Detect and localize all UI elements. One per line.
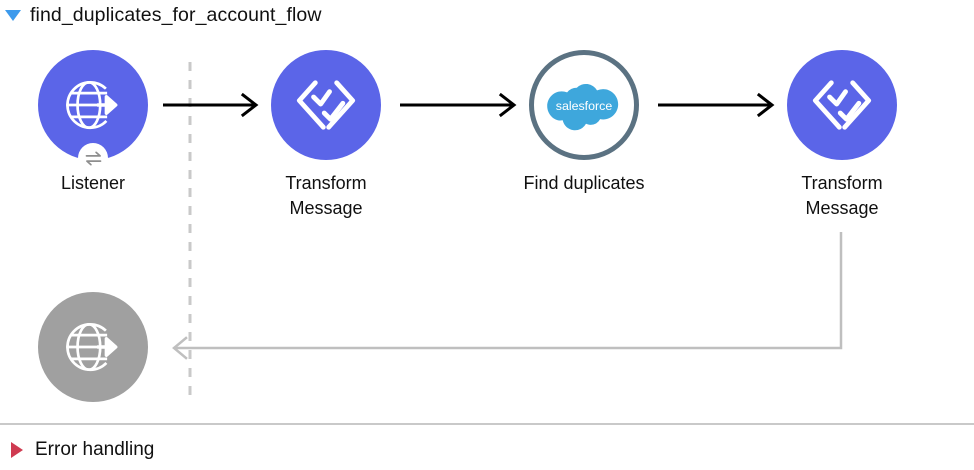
- connector-transform-2-to-response: [172, 232, 843, 360]
- exchange-arrows-icon: [85, 151, 101, 165]
- node-label: Find duplicates: [523, 173, 645, 193]
- connector-find-duplicates-to-transform-2: [658, 92, 775, 118]
- triangle-right-icon[interactable]: [11, 442, 23, 458]
- page-title: find_duplicates_for_account_flow: [30, 3, 322, 26]
- globe-arrow-icon: [66, 322, 118, 372]
- triangle-down-icon[interactable]: [5, 9, 21, 21]
- flow-canvas: Listener Transform Message salesforce Fi…: [0, 30, 974, 423]
- exchange-arrows-badge: [78, 143, 108, 173]
- connector-transform-1-to-find-duplicates: [400, 92, 517, 118]
- salesforce-cloud-icon: salesforce: [547, 83, 619, 131]
- flow-header: find_duplicates_for_account_flow: [0, 0, 322, 30]
- node-bubble[interactable]: [38, 292, 148, 402]
- connector-listener-to-transform-1: [163, 92, 259, 118]
- salesforce-wordmark: salesforce: [556, 99, 613, 113]
- globe-arrow-icon: [66, 80, 118, 130]
- node-bubble[interactable]: [787, 50, 897, 160]
- node-bubble[interactable]: salesforce: [529, 50, 639, 160]
- dataweave-transform-icon: [812, 80, 872, 130]
- flow-node-listener-response[interactable]: [13, 292, 173, 413]
- node-bubble[interactable]: [38, 50, 148, 173]
- flow-node-transform-message-2[interactable]: Transform Message: [762, 50, 922, 221]
- dataweave-transform-icon: [296, 80, 356, 130]
- node-label: Transform Message: [801, 173, 883, 218]
- flow-node-listener[interactable]: Listener: [13, 50, 173, 196]
- flow-node-find-duplicates[interactable]: salesforce Find duplicates: [504, 50, 664, 196]
- node-bubble[interactable]: [271, 50, 381, 160]
- section-divider: [0, 423, 974, 425]
- flow-node-transform-message-1[interactable]: Transform Message: [246, 50, 406, 221]
- error-handling-label: Error handling: [35, 439, 155, 460]
- node-label: Transform Message: [285, 173, 367, 218]
- node-label: Listener: [60, 173, 126, 193]
- error-handling-section[interactable]: Error handling: [0, 430, 974, 470]
